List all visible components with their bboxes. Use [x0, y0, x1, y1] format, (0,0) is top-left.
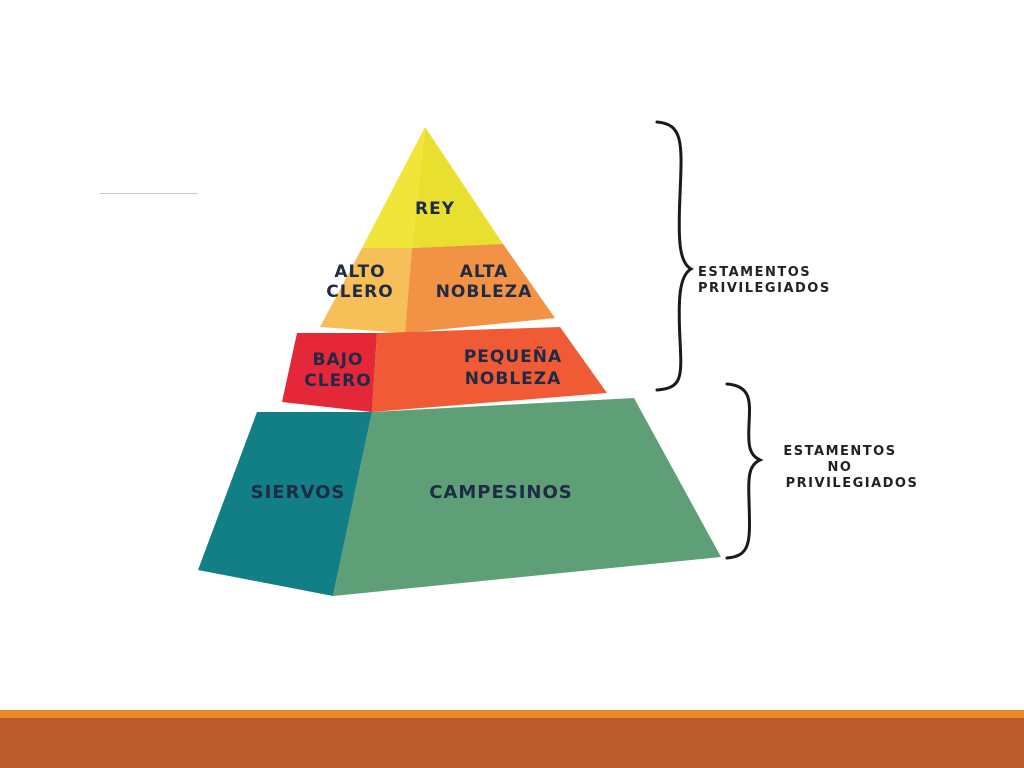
- tier-rey-label: REY: [415, 199, 455, 219]
- tier-base: SIERVOS CAMPESINOS: [198, 398, 721, 596]
- siervos-label: SIERVOS: [251, 482, 346, 503]
- alto-clero-label-line2: CLERO: [326, 282, 393, 302]
- no-privilegiados-label-line2: NO: [828, 460, 853, 475]
- bajo-clero-label-line1: BAJO: [313, 350, 364, 370]
- footer-bar: [0, 718, 1024, 768]
- tier-rey: REY: [362, 127, 503, 248]
- tier-rey-right-face: [412, 127, 503, 248]
- tier-bajo: BAJO CLERO PEQUEÑA NOBLEZA: [282, 327, 607, 412]
- no-privilegiados-brace: [725, 382, 764, 560]
- tier-rey-left-face: [362, 127, 425, 248]
- no-privilegiados-label-line3: PRIVILEGIADOS: [786, 476, 919, 491]
- decorative-line: [100, 193, 198, 194]
- campesinos-label: CAMPESINOS: [429, 482, 573, 503]
- tier-alto-left-face: [320, 248, 412, 333]
- pequena-nobleza-label-line2: NOBLEZA: [465, 369, 562, 389]
- tier-alto-right-face: [405, 244, 555, 333]
- tier-alto: ALTO CLERO ALTA NOBLEZA: [320, 244, 555, 333]
- privilegiados-label-line2: PRIVILEGIADOS: [698, 281, 831, 296]
- alta-nobleza-label-line2: NOBLEZA: [436, 282, 533, 302]
- privilegiados-brace: [655, 120, 694, 392]
- footer-accent-bar: [0, 710, 1024, 718]
- alta-nobleza-label-line1: ALTA: [460, 262, 509, 282]
- no-privilegiados-label-line1: ESTAMENTOS: [783, 444, 896, 459]
- tier-bajo-left-face: [282, 333, 377, 412]
- group-privilegiados: ESTAMENTOS PRIVILEGIADOS: [655, 120, 831, 392]
- pequena-nobleza-label-line1: PEQUEÑA: [464, 344, 562, 367]
- privilegiados-label-line1: ESTAMENTOS: [698, 265, 811, 280]
- bajo-clero-label-line2: CLERO: [304, 371, 371, 391]
- tier-base-left-face: [198, 412, 372, 596]
- group-no-privilegiados: ESTAMENTOS NO PRIVILEGIADOS: [725, 382, 919, 560]
- tier-bajo-right-face: [372, 327, 607, 412]
- tier-base-right-face: [333, 398, 721, 596]
- alto-clero-label-line1: ALTO: [334, 262, 385, 282]
